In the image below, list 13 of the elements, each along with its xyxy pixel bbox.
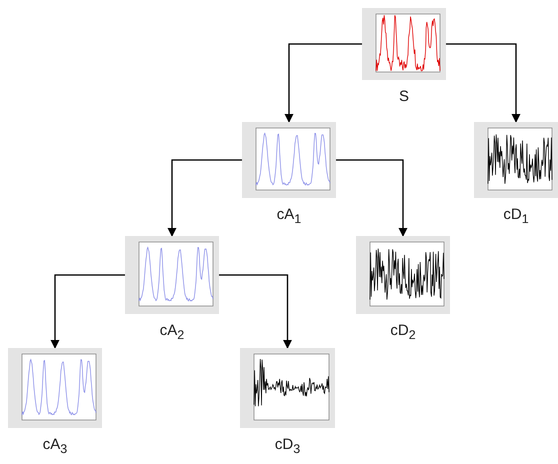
node-label: cD$_{3}$ <box>274 436 300 458</box>
node-label: S <box>398 88 409 106</box>
node-label: cA$_{3}$ <box>42 436 68 458</box>
node-label: cD$_{1}$ <box>503 206 529 228</box>
arrow <box>50 274 125 349</box>
arrow <box>336 159 408 237</box>
node-label: cA$_{1}$ <box>276 206 302 228</box>
node-label: cA$_{2}$ <box>160 322 184 344</box>
arrow <box>446 43 521 123</box>
arrow <box>167 159 242 237</box>
node-label: cD$_{2}$ <box>390 322 416 344</box>
arrow <box>219 274 292 349</box>
arrow <box>284 43 362 123</box>
